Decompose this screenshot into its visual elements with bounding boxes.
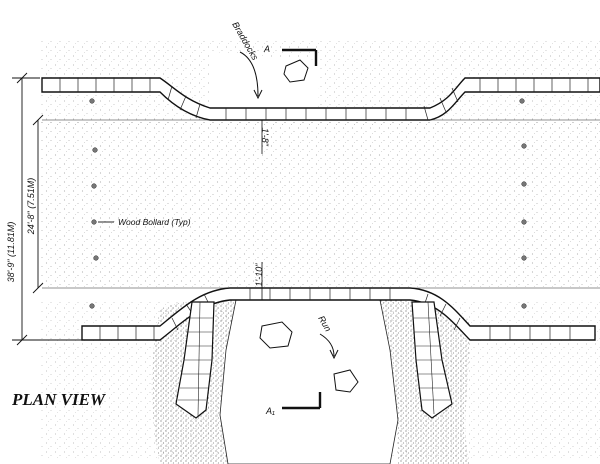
wing-wall-left-stones: [178, 301, 214, 417]
run-leader: [319, 333, 335, 357]
top-gap-dimension-label: 1'-8": [260, 128, 270, 147]
road-surface: [40, 120, 600, 288]
bollard-label: Wood Bollard (Typ): [118, 217, 191, 227]
bollards: [89, 98, 527, 309]
section-a-label-top: A: [263, 44, 270, 54]
rock-bottom-1: [259, 321, 293, 349]
bollard-typical: [91, 219, 97, 225]
rocks: [259, 59, 359, 393]
plan-view-title: PLAN VIEW: [11, 390, 107, 409]
overall-dimension-line: [12, 72, 82, 346]
overall-dimension-label: 38'-9" (11.81M): [6, 222, 16, 283]
road-width-dimension-label: 24'-8" (7.51M): [26, 178, 36, 235]
stream-channel-bottom: [219, 299, 399, 464]
top-curb-stones: [59, 78, 589, 121]
braddocks-leader: [239, 51, 259, 97]
top-curb-wall: [41, 77, 600, 121]
section-a-label-bottom: A₁: [265, 406, 275, 416]
rock-bottom-2: [333, 369, 359, 393]
braddocks-arrow-icon: [253, 89, 263, 100]
road-width-dimension-line: [32, 114, 44, 294]
stream-channel-top: [210, 52, 320, 110]
rock-top: [283, 59, 309, 83]
bottom-gap-dimension-label: 1'-10": [254, 263, 264, 287]
run-arrow-icon: [329, 349, 339, 360]
section-cut-markers: [282, 48, 322, 410]
wing-wall-right-stones: [413, 301, 450, 415]
